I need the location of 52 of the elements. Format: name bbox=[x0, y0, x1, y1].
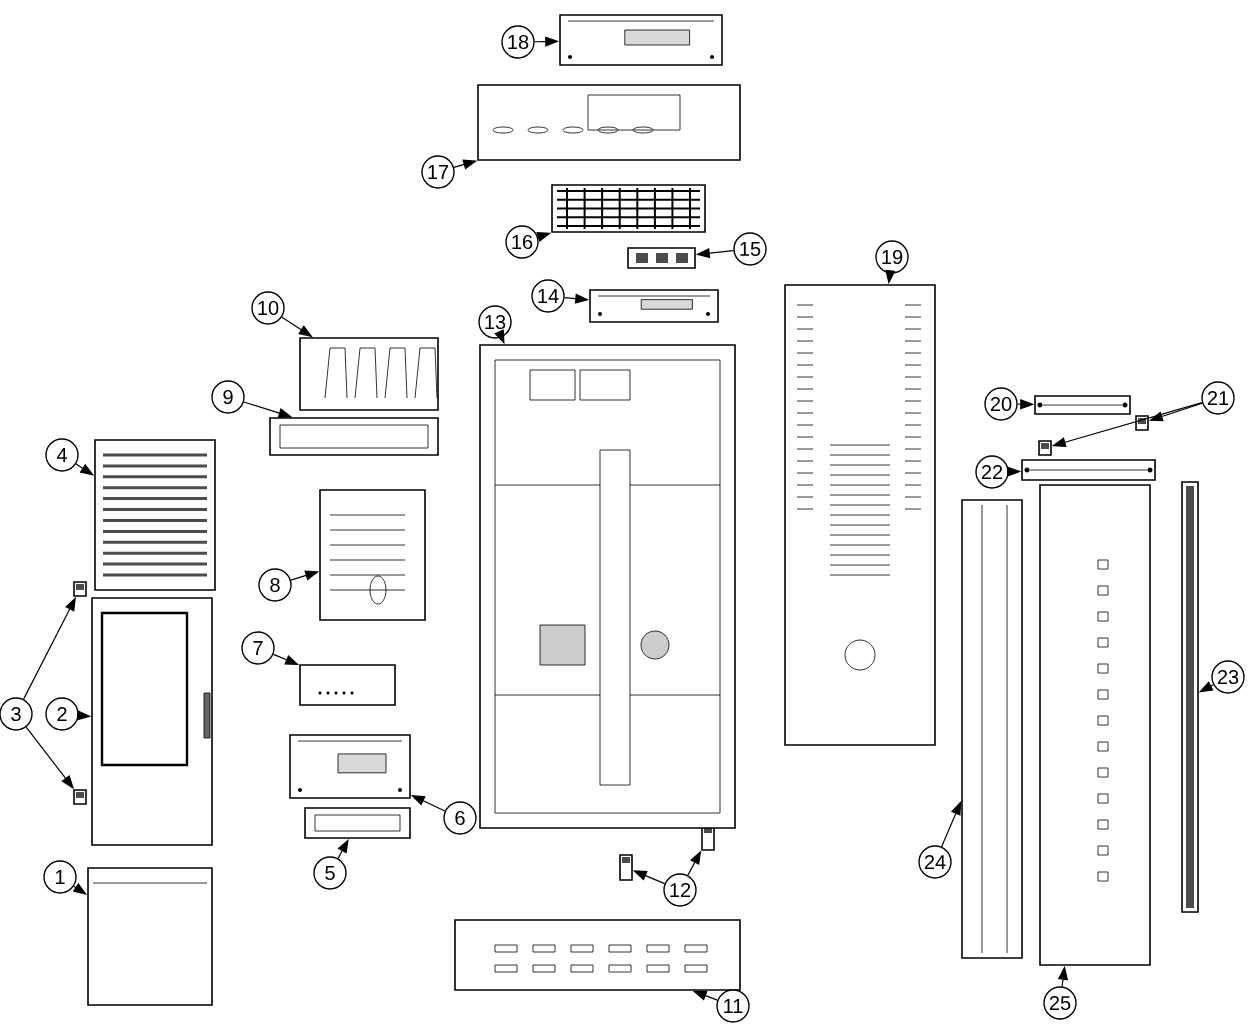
callout-number: 7 bbox=[241, 631, 275, 665]
plate-drawing bbox=[289, 734, 411, 799]
callout-number: 19 bbox=[875, 240, 909, 274]
baffle-drawing bbox=[299, 337, 439, 411]
callout-number: 22 bbox=[975, 455, 1009, 489]
grille-drawing bbox=[94, 439, 216, 591]
side-panel-drawing bbox=[784, 284, 936, 746]
top-cover-drawing bbox=[477, 84, 741, 161]
stove-frame-drawing bbox=[479, 344, 736, 829]
door-drawing bbox=[91, 597, 213, 846]
callout-number: 14 bbox=[531, 279, 565, 313]
knob-drawing bbox=[1038, 440, 1052, 456]
callout-number: 20 bbox=[984, 387, 1018, 421]
callout-number: 9 bbox=[211, 380, 245, 414]
callout-number: 16 bbox=[505, 225, 539, 259]
gasket-drawing bbox=[304, 807, 411, 839]
callout-number: 2 bbox=[45, 697, 79, 731]
callout-number: 3 bbox=[0, 697, 33, 731]
callout-number: 13 bbox=[478, 305, 512, 339]
callout-number: 11 bbox=[716, 989, 750, 1023]
panel-drawing bbox=[87, 867, 213, 1006]
knob-drawing bbox=[1135, 415, 1149, 431]
bracket-drawing bbox=[1021, 459, 1156, 481]
burn-pot-drawing bbox=[299, 664, 396, 706]
mesh-drawing bbox=[551, 184, 706, 233]
knob-drawing bbox=[73, 581, 87, 597]
plate-drawing bbox=[589, 289, 719, 323]
callout-number: 5 bbox=[313, 856, 347, 890]
callout-number: 18 bbox=[501, 25, 535, 59]
callout-number: 17 bbox=[421, 155, 455, 189]
column-drawing bbox=[961, 499, 1023, 959]
knob-drawing bbox=[73, 789, 87, 805]
callout-number: 15 bbox=[733, 232, 767, 266]
bracket-drawing bbox=[1034, 395, 1131, 415]
fireback-drawing bbox=[319, 489, 426, 621]
callout-number: 6 bbox=[443, 801, 477, 835]
gasket-drawing bbox=[269, 417, 439, 456]
strip-drawing bbox=[1181, 481, 1199, 913]
callout-number: 25 bbox=[1043, 986, 1077, 1020]
block-drawing bbox=[627, 247, 696, 269]
plate-drawing bbox=[559, 14, 723, 66]
callout-number: 10 bbox=[251, 291, 285, 325]
callout-number: 23 bbox=[1211, 660, 1245, 694]
foot-drawing bbox=[619, 854, 633, 881]
callout-number: 12 bbox=[663, 873, 697, 907]
callout-number: 8 bbox=[258, 568, 292, 602]
base-plate-drawing bbox=[454, 919, 741, 991]
callout-number: 21 bbox=[1201, 381, 1235, 415]
callout-number: 1 bbox=[43, 860, 77, 894]
callout-number: 4 bbox=[45, 438, 79, 472]
front-panel-drawing bbox=[1039, 484, 1151, 966]
callout-number: 24 bbox=[918, 845, 952, 879]
